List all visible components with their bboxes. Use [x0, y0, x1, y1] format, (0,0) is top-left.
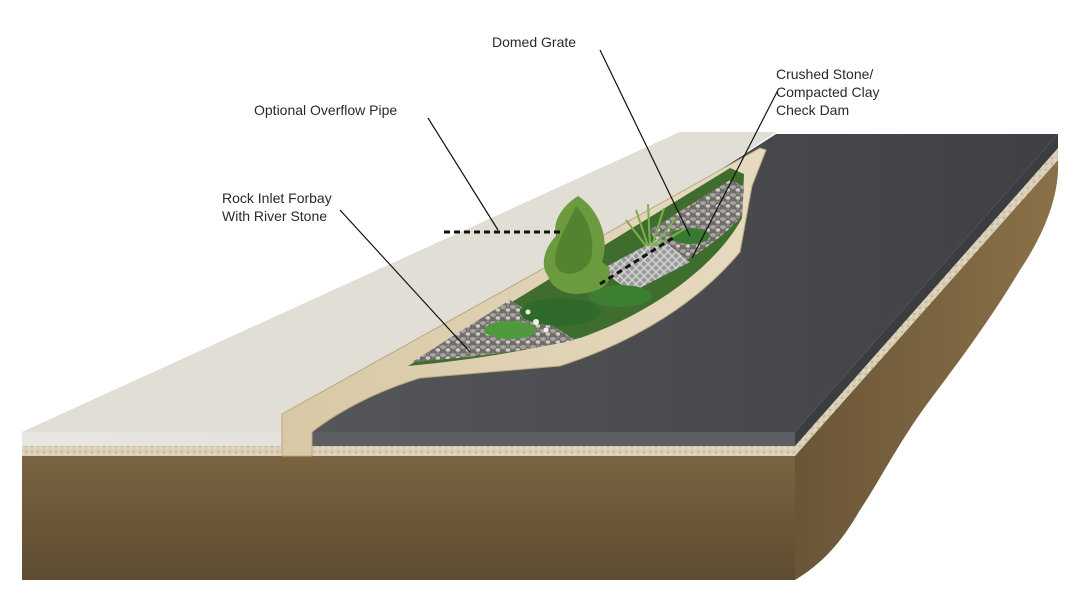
leader-forbay	[339, 209, 471, 353]
leader-overflow-pipe	[427, 117, 499, 231]
ground-cover	[484, 228, 710, 339]
label-check-dam-line1: Crushed Stone/	[776, 66, 874, 82]
ornamental-grass	[625, 203, 687, 247]
label-forbay-line2: With River Stone	[222, 208, 328, 224]
label-overflow-pipe: Optional Overflow Pipe	[254, 102, 398, 118]
soil-side	[795, 160, 1059, 580]
label-check-dam-line2: Compacted Clay	[776, 84, 880, 100]
asphalt-side-edge	[795, 134, 1058, 446]
label-check-dam-line3: Check Dam	[776, 102, 850, 118]
label-forbay-line1: Rock Inlet Forbay	[222, 190, 332, 206]
gravel-base-front	[22, 444, 795, 456]
evergreen-shrub	[543, 196, 611, 295]
leader-domed-grate	[599, 49, 691, 237]
domed-grate	[600, 238, 690, 292]
label-domed-grate: Domed Grate	[492, 34, 577, 50]
leader-check-dam	[691, 89, 779, 259]
overflow-pipe-continued	[599, 234, 677, 286]
asphalt-front-edge	[310, 432, 795, 446]
soil-front	[22, 454, 795, 580]
gravel-base-side	[795, 146, 1058, 456]
